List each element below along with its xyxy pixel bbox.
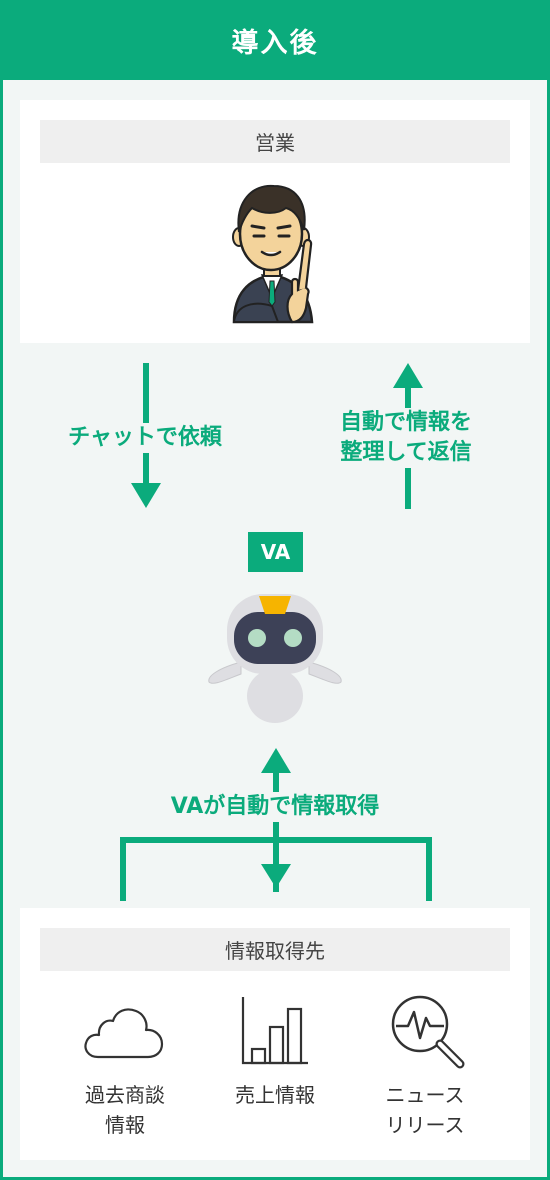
- page-title: 導入後: [231, 27, 319, 59]
- sales-card-title: 営業: [40, 120, 510, 163]
- search-chart-icon: [391, 995, 465, 1069]
- robot-icon: [208, 594, 342, 723]
- source-item-label: ニュース リリース: [385, 1083, 465, 1137]
- acquire-label: VAが自動で情報取得: [155, 792, 395, 822]
- reply-label: 自動で情報を 整理して返信: [324, 408, 488, 468]
- source-card-title: 情報取得先: [40, 928, 510, 971]
- bar-chart-icon: [241, 997, 308, 1065]
- request-label: チャットで依頼: [40, 423, 250, 453]
- source-item-label: 過去商談 情報: [85, 1083, 165, 1137]
- salesperson-icon: [232, 184, 314, 324]
- reply-label-line2: 整理して返信: [340, 440, 472, 465]
- reply-label-line1: 自動で情報を: [339, 410, 472, 435]
- acquire-arrows: [120, 748, 432, 901]
- page-header: 導入後: [0, 0, 550, 80]
- source-item-label: 売上情報: [235, 1083, 315, 1107]
- cloud-icon: [84, 1008, 164, 1059]
- va-tag: VA: [248, 532, 303, 572]
